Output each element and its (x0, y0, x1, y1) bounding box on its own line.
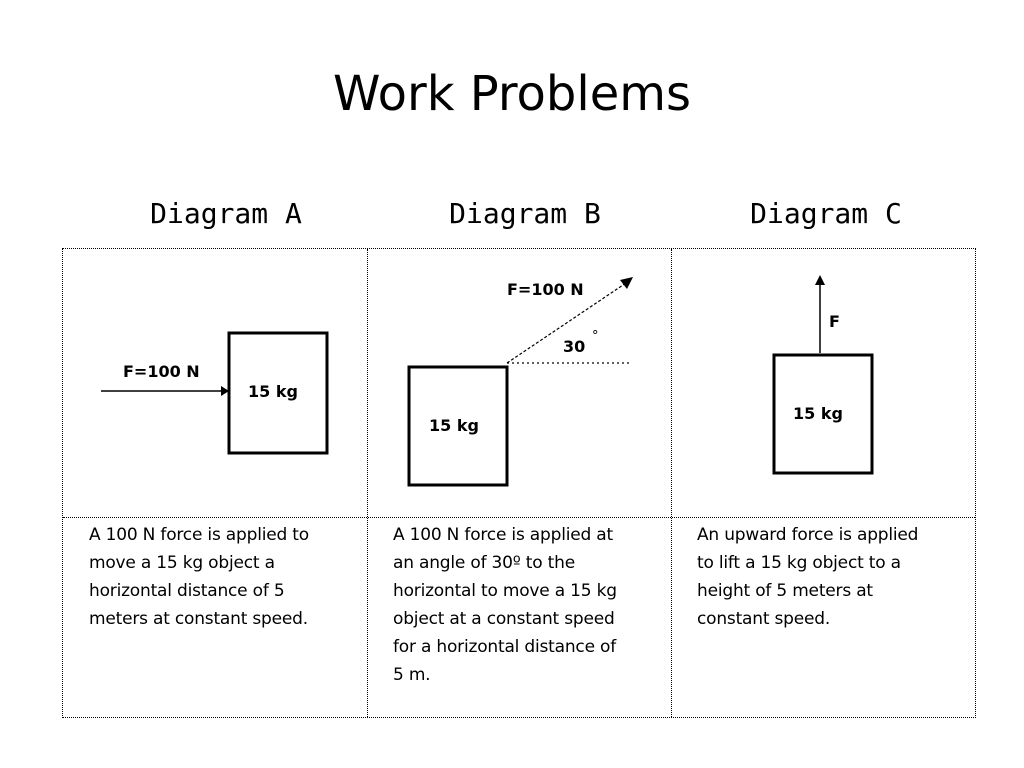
degree-symbol: ° (592, 329, 599, 344)
mass-label: 15 kg (248, 382, 298, 401)
diagram-a: F=100 N 15 kg (63, 249, 367, 517)
force-label: F (829, 312, 840, 331)
mass-label: 15 kg (793, 404, 843, 423)
force-label: F=100 N (507, 280, 584, 299)
diagram-c: 15 kg F (671, 249, 975, 517)
diagram-table: F=100 N 15 kg 15 kg F=100 N 30 ° 15 kg (62, 248, 976, 718)
diagram-b-heading: Diagram B (449, 197, 601, 230)
mass-label: 15 kg (429, 416, 479, 435)
force-arrow-shaft (506, 280, 630, 364)
force-arrow-head (815, 275, 825, 285)
diagram-b: 15 kg F=100 N 30 ° (367, 249, 671, 517)
column-divider (367, 249, 368, 717)
diagram-b-description: A 100 N force is applied at an angle of … (393, 525, 617, 685)
diagram-a-description: A 100 N force is applied to move a 15 kg… (89, 525, 309, 629)
diagram-c-description: An upward force is applied to lift a 15 … (697, 525, 919, 629)
diagram-a-heading: Diagram A (150, 197, 302, 230)
diagram-c-figure: 15 kg F (772, 275, 874, 475)
diagram-a-figure: F=100 N 15 kg (101, 331, 329, 455)
angle-label: 30 (563, 337, 585, 356)
mass-block (772, 353, 874, 475)
row-divider (63, 517, 975, 518)
mass-block (407, 365, 509, 487)
diagram-c-heading: Diagram C (750, 197, 902, 230)
force-label: F=100 N (123, 362, 200, 381)
slide-title: Work Problems (332, 66, 692, 122)
force-arrow-head (221, 386, 229, 396)
diagram-b-figure: 15 kg F=100 N 30 ° (407, 277, 633, 487)
force-arrow-head (620, 277, 633, 289)
column-divider (671, 249, 672, 717)
mass-block (227, 331, 329, 455)
